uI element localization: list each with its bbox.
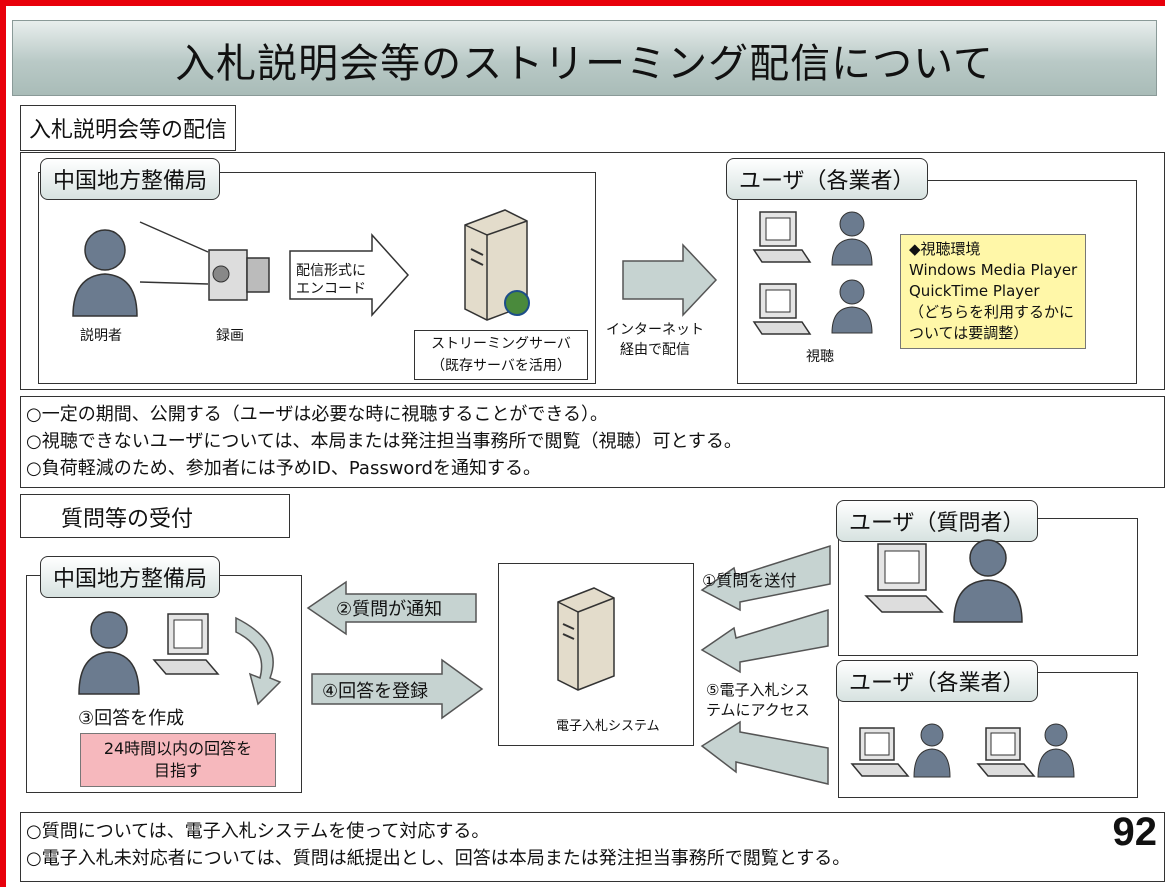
access-arrow-bottom xyxy=(700,720,829,785)
env-line1: ◆視聴環境 xyxy=(909,240,981,258)
server-label-line1: ストリーミングサーバ xyxy=(431,336,571,352)
left-group-label: 中国地方整備局 xyxy=(40,158,221,200)
record-label: 録画 xyxy=(216,328,244,344)
answerer-icon xyxy=(78,611,140,695)
env-line4: （どちらを利用するかに xyxy=(909,303,1075,321)
notes2-list: ○質問については、電子入札システムを使って対応する。 ○電子入札未対応者について… xyxy=(26,818,850,872)
streaming-server-icon xyxy=(464,209,530,321)
env-line2: Windows Media Player xyxy=(909,261,1078,279)
notes2-box xyxy=(20,812,1165,882)
note2-line1: ○質問については、電子入札システムを使って対応する。 xyxy=(26,821,490,842)
camera-icon xyxy=(208,249,270,301)
access-arrow-top xyxy=(700,608,829,674)
notify-label: ②質問が通知 xyxy=(336,599,443,620)
note1-line2: ○視聴できないユーザについては、本局または発注担当事務所で閲覧（視聴）可とする。 xyxy=(26,431,742,452)
note1-line1: ○一定の期間、公開する（ユーザは必要な時に視聴することができる）。 xyxy=(26,404,608,425)
target-line1: 24時間以内の回答を xyxy=(103,739,253,758)
internet-line2: 経由で配信 xyxy=(620,342,690,358)
server-label-line2: （既存サーバを活用） xyxy=(431,358,571,374)
view-lines xyxy=(139,221,209,285)
register-label: ④回答を登録 xyxy=(322,681,429,702)
note1-line3: ○負荷軽減のため、参加者には予めID、Passwordを通知する。 xyxy=(26,458,541,479)
encode-line1: 配信形式に xyxy=(296,263,366,279)
encode-text: 配信形式に エンコード xyxy=(296,262,366,298)
bidders-label: ユーザ（各業者） xyxy=(836,660,1038,702)
section1-heading: 入札説明会等の配信 xyxy=(20,105,237,151)
target-box: 24時間以内の回答を 目指す xyxy=(80,733,276,787)
questioner-pc-icon xyxy=(864,543,944,613)
title-bar: 入札説明会等のストリーミング配信について xyxy=(12,20,1157,96)
viewing-environment-box: ◆視聴環境 Windows Media Player QuickTime Pla… xyxy=(900,234,1086,349)
create-answer-label: ③回答を作成 xyxy=(78,708,185,729)
notify-arrow xyxy=(306,580,477,636)
register-arrow xyxy=(311,658,484,720)
page-number: 92 xyxy=(1112,810,1158,854)
view-label: 視聴 xyxy=(806,349,834,365)
env-line5: ついては要調整） xyxy=(909,324,1029,342)
page-title: 入札説明会等のストリーミング配信について xyxy=(175,41,994,87)
access-label: ⑤電子入札シス テムにアクセス xyxy=(706,680,810,720)
questioner-label: ユーザ（質問者） xyxy=(836,500,1038,542)
env-line3: QuickTime Player xyxy=(909,282,1040,300)
encode-line2: エンコード xyxy=(296,281,366,297)
pc-icon-2 xyxy=(752,283,812,335)
access-line2: テムにアクセス xyxy=(706,701,810,719)
bidder-user-icon-2 xyxy=(1037,723,1075,778)
user-icon-1 xyxy=(831,211,873,266)
bidder-pc-icon-1 xyxy=(850,727,910,777)
internet-line1: インターネット xyxy=(606,322,704,338)
curve-arrow xyxy=(235,616,282,706)
presenter-icon xyxy=(72,229,138,317)
notes1-list: ○一定の期間、公開する（ユーザは必要な時に視聴することができる）。 ○視聴できな… xyxy=(26,401,742,482)
user-icon-2 xyxy=(831,279,873,334)
internet-arrow xyxy=(622,243,718,317)
pc-icon-1 xyxy=(752,211,812,263)
target-line2: 目指す xyxy=(153,761,202,780)
send-arrow xyxy=(700,544,831,612)
right-group-label: ユーザ（各業者） xyxy=(726,158,928,200)
presenter-label: 説明者 xyxy=(80,328,122,344)
section2-heading: 質問等の受付 xyxy=(20,494,290,538)
internet-text: インターネット 経由で配信 xyxy=(606,320,704,360)
questioner-user-icon xyxy=(953,539,1023,623)
bidder-pc-icon-2 xyxy=(976,727,1036,777)
note2-line2: ○電子入札未対応者については、質問は紙提出とし、回答は本局または発注担当事務所で… xyxy=(26,848,851,869)
bidder-user-icon-1 xyxy=(913,723,951,778)
system-label: 電子入札システム xyxy=(556,719,660,734)
s2-left-group-label: 中国地方整備局 xyxy=(40,556,221,598)
access-line1: ⑤電子入札シス xyxy=(706,681,810,699)
send-label: ①質問を送付 xyxy=(702,571,797,590)
system-server-icon xyxy=(557,587,615,691)
encode-arrow xyxy=(289,233,410,317)
server-label-box: ストリーミングサーバ （既存サーバを活用） xyxy=(414,330,588,380)
answer-pc-icon xyxy=(152,613,220,675)
